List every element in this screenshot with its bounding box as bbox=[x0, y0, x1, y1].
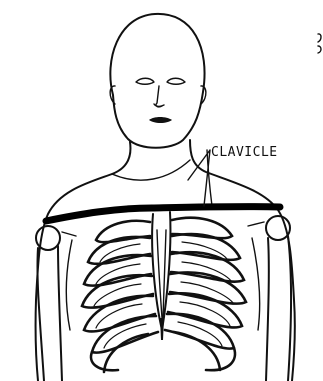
left-scapula bbox=[66, 240, 72, 330]
left-rib-cage bbox=[82, 221, 158, 372]
nose bbox=[156, 86, 162, 107]
head bbox=[110, 14, 206, 148]
clavicle-label: CLAVICLE bbox=[211, 145, 278, 160]
left-eye bbox=[136, 78, 154, 84]
mouth bbox=[149, 117, 172, 123]
face bbox=[136, 78, 185, 123]
clavicle bbox=[46, 207, 280, 221]
sternum bbox=[152, 212, 170, 340]
right-shoulder-joint bbox=[248, 216, 291, 381]
right-eye bbox=[167, 78, 185, 84]
right-scapula bbox=[252, 238, 260, 330]
clavicle-leader-line bbox=[188, 150, 210, 206]
